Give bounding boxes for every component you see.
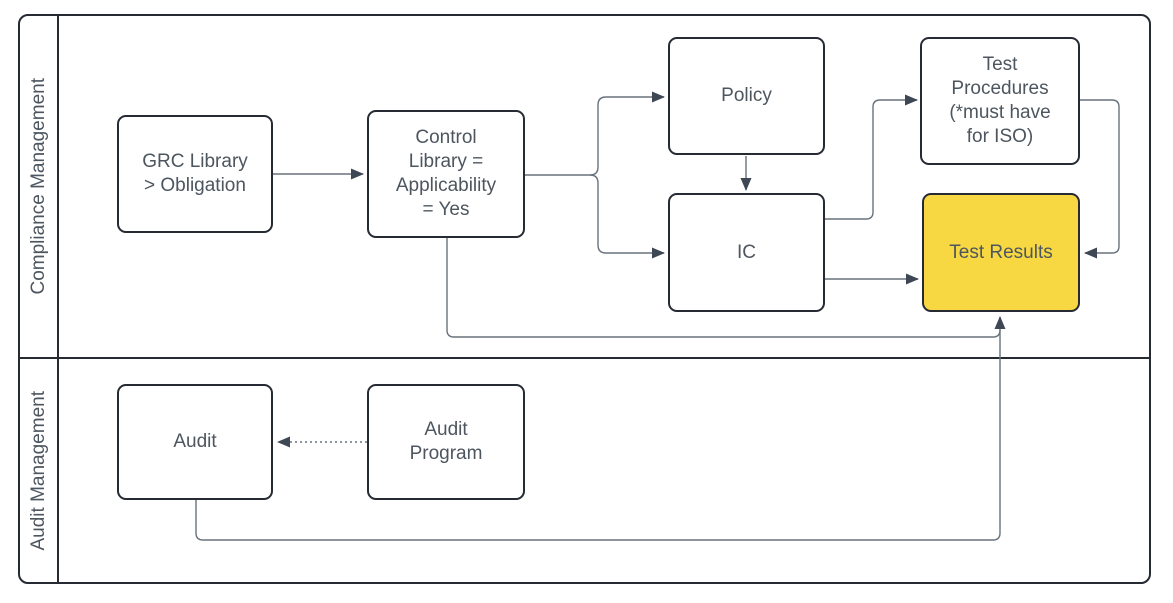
node-test-results-label: Test Results <box>949 241 1053 263</box>
swimlane-outer-border <box>18 14 1151 584</box>
lane-compliance-management-label: Compliance Management <box>27 78 49 295</box>
lane-compliance-management[interactable]: Compliance Management <box>19 15 58 358</box>
lane-audit-management-label: Audit Management <box>27 390 49 551</box>
connector-test-procedures-to-test-results <box>1080 99 1120 259</box>
node-test-procedures-label: Test Procedures (*must have for ISO) <box>949 54 1051 147</box>
node-control-library-applicability-label: Control Library = Applicability = Yes <box>395 127 497 220</box>
node-test-results[interactable]: Test Results <box>922 193 1080 312</box>
node-audit[interactable]: Audit <box>117 384 273 500</box>
swimlane-frame <box>18 14 1151 584</box>
lane-audit-management[interactable]: Audit Management <box>19 358 58 583</box>
node-audit-label: Audit <box>173 431 217 452</box>
connector-control-to-test-results-bottom <box>446 238 1001 338</box>
node-audit-program-label: Audit Program <box>409 419 483 464</box>
node-test-procedures[interactable]: Test Procedures (*must have for ISO) <box>920 37 1080 165</box>
connector-control-to-policy <box>589 91 665 176</box>
node-ic[interactable]: IC <box>668 193 825 312</box>
node-grc-library-obligation-label: GRC Library > Obligation <box>142 151 248 196</box>
node-policy-label: Policy <box>721 85 772 106</box>
connector-control-to-ic <box>589 174 665 259</box>
connectors <box>195 91 1120 541</box>
node-ic-label: IC <box>737 241 756 263</box>
node-policy[interactable]: Policy <box>668 37 825 155</box>
connector-audit-to-test-results <box>195 316 1006 541</box>
node-audit-program[interactable]: Audit Program <box>367 384 525 500</box>
node-grc-library-obligation[interactable]: GRC Library > Obligation <box>117 115 273 233</box>
node-control-library-applicability[interactable]: Control Library = Applicability = Yes <box>367 110 525 238</box>
connector-ic-to-test-procedures <box>825 94 918 220</box>
